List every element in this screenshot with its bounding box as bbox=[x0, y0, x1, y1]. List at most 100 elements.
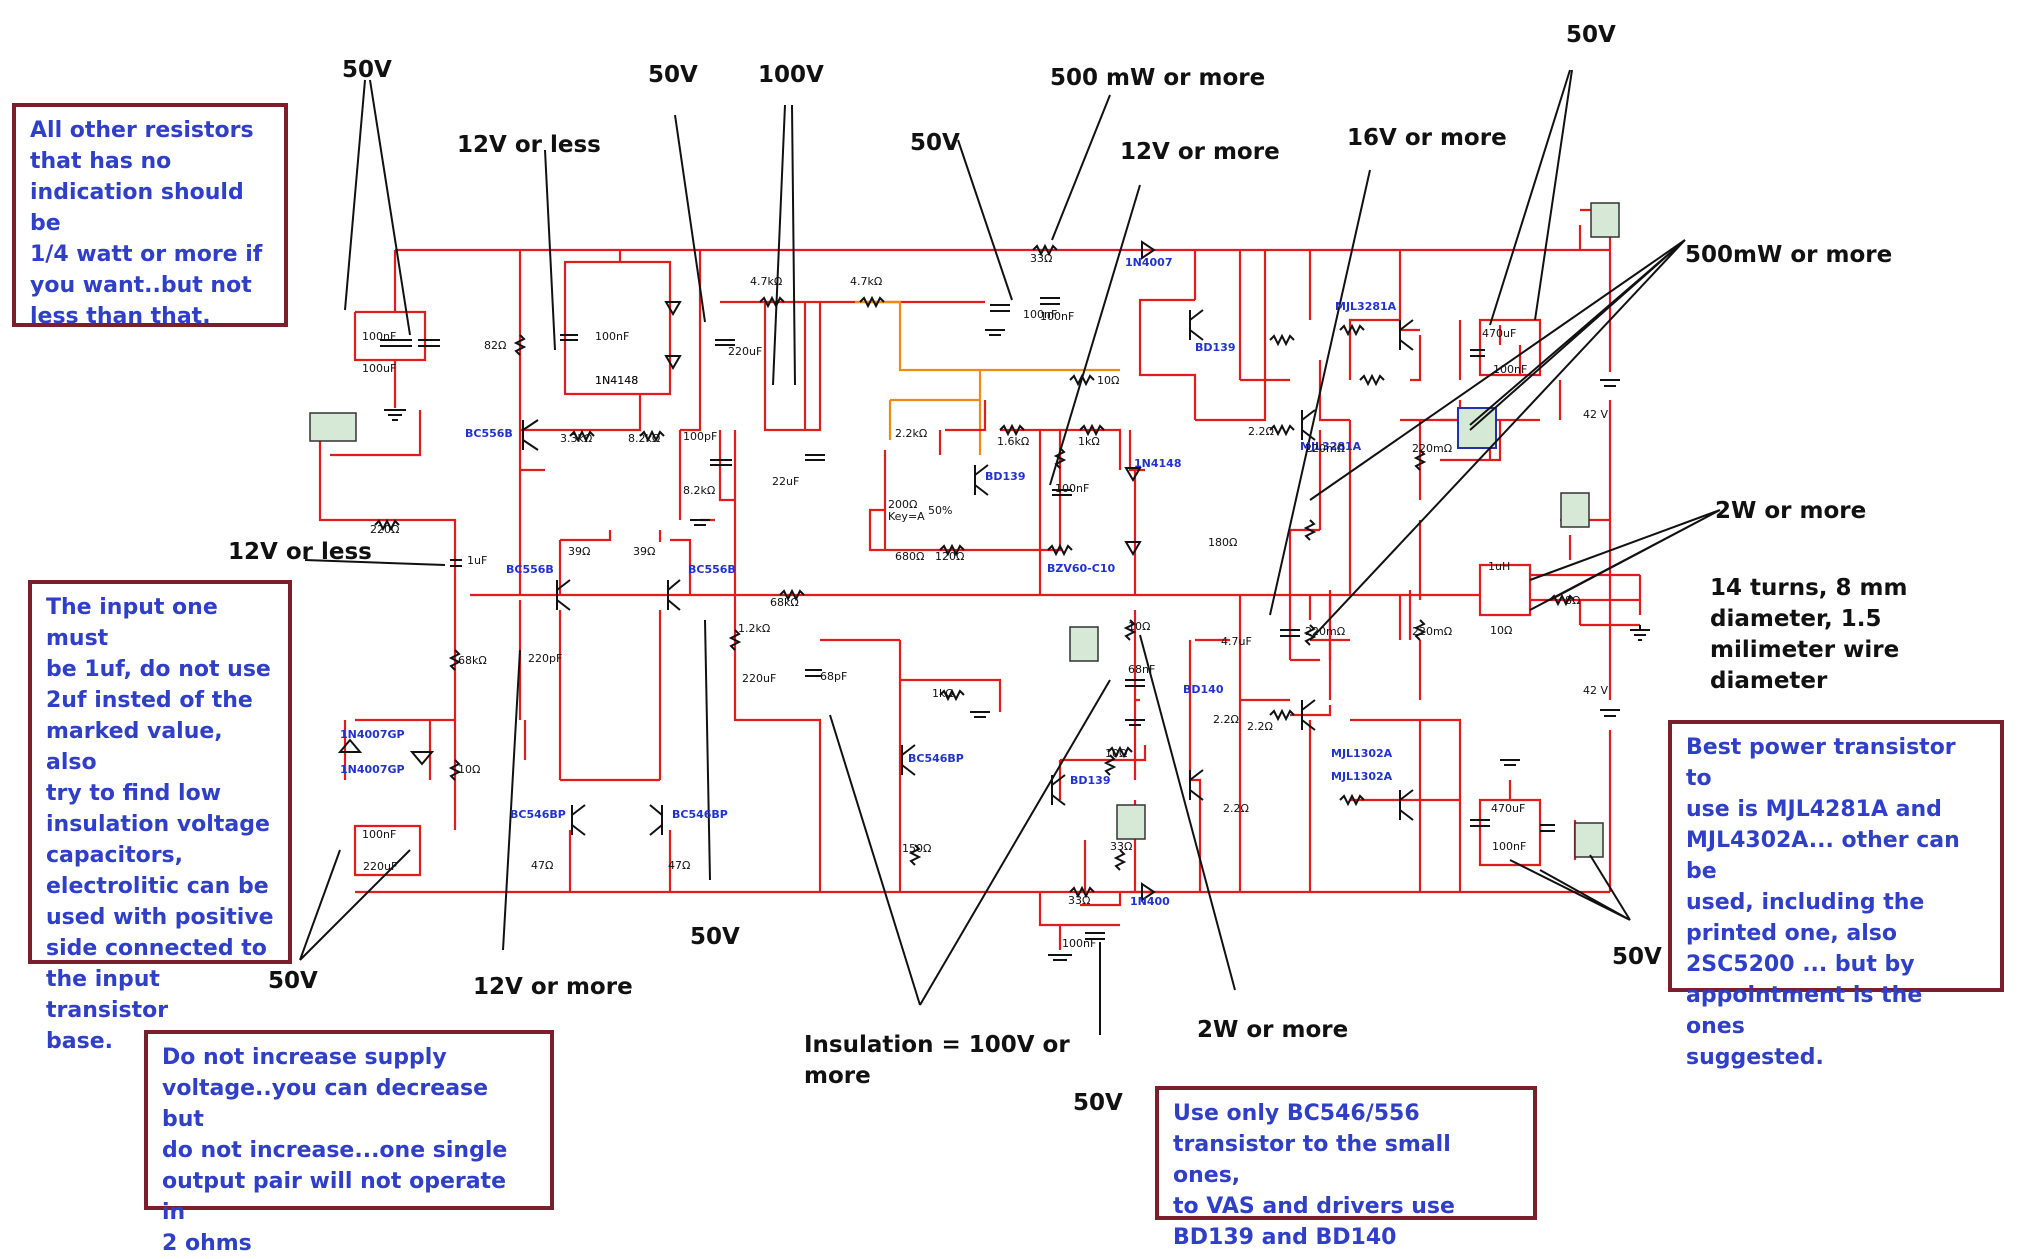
component-label: 220mΩ bbox=[1305, 442, 1345, 455]
component-label: 33Ω bbox=[1030, 252, 1052, 265]
component-label: 8.2kΩ bbox=[683, 484, 715, 497]
label-12v-or-less-top: 12V or less bbox=[457, 132, 601, 158]
component-label: 33Ω bbox=[1068, 894, 1090, 907]
label-50v-top-mid: 50V bbox=[648, 62, 698, 88]
component-label: 47Ω bbox=[531, 859, 553, 872]
component-label: 2.2kΩ bbox=[895, 427, 927, 440]
component-label: 1uH bbox=[1488, 560, 1510, 573]
component-label: 2.2Ω bbox=[1247, 720, 1273, 733]
component-label: 100nF bbox=[1493, 363, 1527, 376]
component-label: 150Ω bbox=[902, 842, 931, 855]
component-label: 4.7kΩ bbox=[850, 275, 882, 288]
component-label: 42 V bbox=[1583, 684, 1608, 697]
component-label: 68nF bbox=[1128, 663, 1155, 676]
component-label: 1kΩ bbox=[1078, 435, 1100, 448]
component-label: 68kΩ bbox=[458, 654, 487, 667]
component-label: 100nF bbox=[595, 330, 629, 343]
component-label: BD139 bbox=[985, 470, 1025, 483]
component-label: 1N4007GP bbox=[340, 763, 405, 776]
component-label: 220pF bbox=[528, 652, 562, 665]
component-label: 1N4148 bbox=[1134, 457, 1181, 470]
component-label: 8.2kΩ bbox=[628, 432, 660, 445]
component-label: 100pF bbox=[683, 430, 717, 443]
component-label: 1N4148 bbox=[595, 374, 638, 387]
label-12v-or-less-left: 12V or less bbox=[228, 539, 372, 565]
component-label: 68kΩ bbox=[770, 596, 799, 609]
component-label: BC546BP bbox=[510, 808, 566, 821]
note-resistors: All other resistors that has no indicati… bbox=[12, 103, 288, 329]
component-label: 1.2kΩ bbox=[738, 622, 770, 635]
component-label: 2.2Ω bbox=[1213, 713, 1239, 726]
component-label: 100nF bbox=[1062, 937, 1096, 950]
label-500mw-right: 500mW or more bbox=[1685, 242, 1893, 268]
note-small-transistors: Use only BC546/556 transistor to the sma… bbox=[1155, 1086, 1537, 1250]
component-label: 1N400 bbox=[1130, 895, 1170, 908]
component-label: 2.2Ω bbox=[1223, 802, 1249, 815]
component-label: 220mΩ bbox=[1412, 442, 1452, 455]
component-label: BZV60-C10 bbox=[1047, 562, 1115, 575]
component-label: 22uF bbox=[772, 475, 799, 488]
component-label: 100nF bbox=[362, 330, 396, 343]
probe-box bbox=[309, 412, 357, 442]
component-label: 4.7uF bbox=[1221, 635, 1252, 648]
component-label: 33Ω bbox=[1110, 840, 1132, 853]
component-label: 3.3kΩ bbox=[560, 432, 592, 445]
component-label: BC556B bbox=[688, 563, 736, 576]
component-label: 680Ω bbox=[895, 550, 924, 563]
component-label: 47Ω bbox=[668, 859, 690, 872]
component-label: 220mΩ bbox=[1305, 625, 1345, 638]
label-2w-or-more-right: 2W or more bbox=[1715, 498, 1867, 524]
component-label: MJL1302A bbox=[1331, 770, 1393, 783]
component-label: 180Ω bbox=[1208, 536, 1237, 549]
component-label: BD139 bbox=[1195, 341, 1235, 354]
label-16v-or-more: 16V or more bbox=[1347, 125, 1507, 151]
feedback-wire bbox=[855, 300, 1120, 455]
component-label: 100nF bbox=[1492, 840, 1526, 853]
component-label: 200Ω bbox=[888, 498, 917, 511]
component-label: 220mΩ bbox=[1412, 625, 1452, 638]
label-50v-bottom-center: 50V bbox=[1073, 1090, 1123, 1116]
component-label: 220uF bbox=[363, 860, 397, 873]
component-label: 470uF bbox=[1491, 802, 1525, 815]
label-50v-top-right: 50V bbox=[1566, 22, 1616, 48]
annotation-leaders bbox=[304, 79, 706, 566]
component-label: 1uF bbox=[467, 554, 487, 567]
component-label: Key=A bbox=[888, 510, 925, 523]
component-label: 100nF bbox=[362, 828, 396, 841]
label-50v-top-left: 50V bbox=[342, 57, 392, 83]
label-12v-or-more-bottom: 12V or more bbox=[473, 974, 633, 1000]
label-50v-bottom-left: 50V bbox=[268, 968, 318, 994]
component-label: BC546BP bbox=[908, 752, 964, 765]
component-label: BC546BP bbox=[672, 808, 728, 821]
component-label: 100nF bbox=[1023, 308, 1057, 321]
component-label: 2.2Ω bbox=[1248, 425, 1274, 438]
component-label: 220uF bbox=[728, 345, 762, 358]
component-label: 50% bbox=[928, 504, 952, 517]
component-label: 100nF bbox=[1055, 482, 1089, 495]
component-label: 1kΩ bbox=[932, 687, 954, 700]
component-label: BC556B bbox=[465, 427, 513, 440]
label-2w-or-more-bottom: 2W or more bbox=[1197, 1017, 1349, 1043]
component-labels: 100nF100uF220Ω1uF68kΩ10Ω1N4007GP1N4007GP… bbox=[340, 252, 1608, 950]
component-label: 10Ω bbox=[1105, 747, 1127, 760]
note-power-transistors: Best power transistor to use is MJL4281A… bbox=[1668, 720, 2004, 1070]
component-label: BD140 bbox=[1183, 683, 1224, 696]
component-label: BC556B bbox=[506, 563, 554, 576]
component-label: 42 V bbox=[1583, 408, 1608, 421]
component-label: 39Ω bbox=[568, 545, 590, 558]
component-label: MJL3281A bbox=[1335, 300, 1397, 313]
component-label: 1.6kΩ bbox=[997, 435, 1029, 448]
component-label: 100nF bbox=[1040, 310, 1074, 323]
note-input-capacitor: The input one must be 1uf, do not use 2u… bbox=[28, 580, 292, 1054]
label-50v-bottom-mid: 50V bbox=[690, 924, 740, 950]
label-coil-spec: 14 turns, 8 mm diameter, 1.5 milimeter w… bbox=[1710, 575, 1908, 694]
component-label: 220uF bbox=[742, 672, 776, 685]
component-label: 10Ω bbox=[1128, 620, 1150, 633]
component-label: MJL3281A bbox=[1300, 440, 1362, 453]
component-label: 120Ω bbox=[935, 550, 964, 563]
component-label: 10Ω bbox=[1097, 374, 1119, 387]
component-label: 8Ω bbox=[1565, 594, 1580, 607]
component-label: 82Ω bbox=[484, 339, 506, 352]
component-label: MJL1302A bbox=[1331, 747, 1393, 760]
